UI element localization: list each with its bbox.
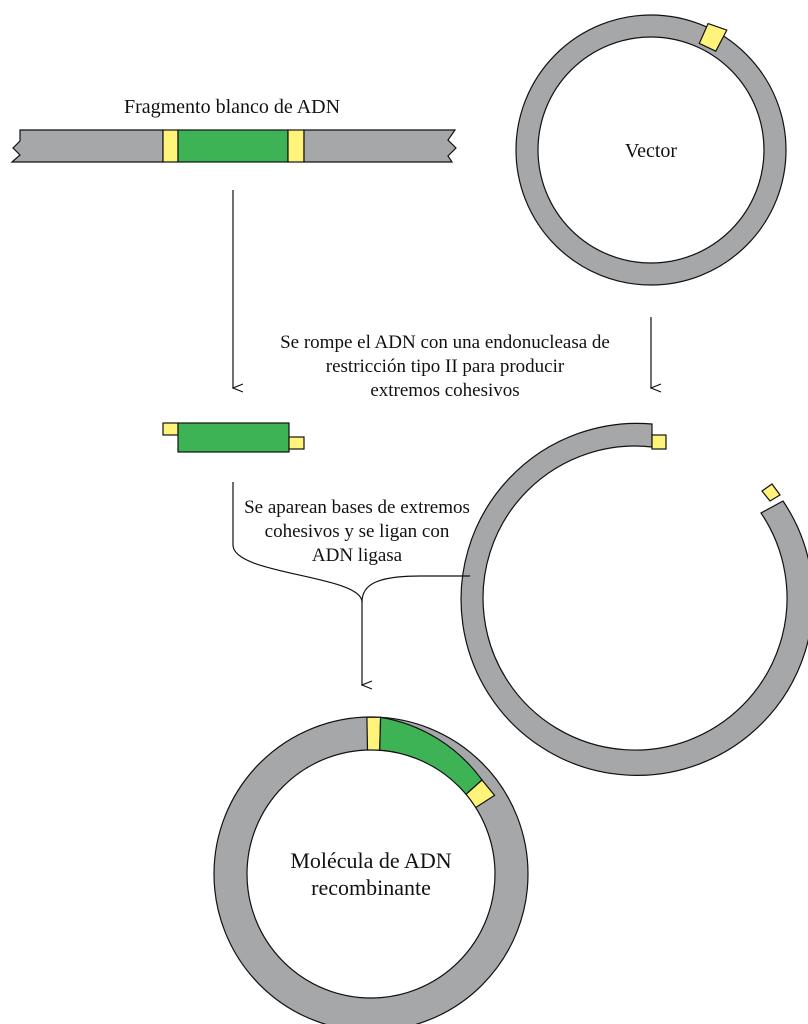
step1-label: Se rompe el ADN con una endonucleasa de …	[280, 332, 610, 401]
opened-vector-sticky-top	[651, 434, 667, 450]
target-gene-insert	[177, 129, 289, 163]
vector-label: Vector	[625, 140, 678, 162]
sticky-end-right	[287, 129, 305, 163]
recombinant-sticky-top	[366, 716, 382, 751]
recombinant-label: Molécula de ADN recombinante	[290, 848, 451, 900]
svg-text:Se aparean bases de extremos: Se aparean bases de extremos	[244, 497, 470, 518]
cut-fragment	[162, 422, 305, 453]
vector-sticky-site	[698, 22, 728, 52]
svg-text:restricción tipo II para produ: restricción tipo II para producir	[326, 356, 565, 377]
svg-text:ADN ligasa: ADN ligasa	[312, 545, 403, 566]
cut-insert	[177, 422, 290, 453]
cut-sticky-end-left	[162, 422, 179, 436]
sticky-end-left	[162, 129, 179, 163]
dna-strand-right	[303, 129, 457, 163]
merge-line-right	[361, 575, 470, 603]
cut-sticky-end-right	[288, 436, 305, 450]
vector-plasmid	[515, 14, 787, 286]
merge-line-left	[232, 482, 363, 603]
opened-vector-sticky-right	[761, 483, 781, 502]
target-dna-fragment	[10, 129, 457, 163]
recombinant-dna-molecule	[213, 716, 529, 1024]
opened-vector-body	[460, 422, 808, 776]
svg-text:extremos cohesivos: extremos cohesivos	[370, 380, 519, 401]
svg-text:Se rompe el ADN con una endonu: Se rompe el ADN con una endonucleasa de	[280, 332, 610, 353]
dna-strand-left	[10, 129, 164, 163]
svg-text:cohesivos y se ligan con: cohesivos y se ligan con	[265, 521, 450, 542]
svg-text:Molécula de ADN: Molécula de ADN	[290, 848, 451, 873]
svg-text:recombinante: recombinante	[311, 875, 431, 900]
target-fragment-label: Fragmento blanco de ADN	[124, 96, 340, 118]
step2-label: Se aparean bases de extremos cohesivos y…	[244, 497, 470, 566]
